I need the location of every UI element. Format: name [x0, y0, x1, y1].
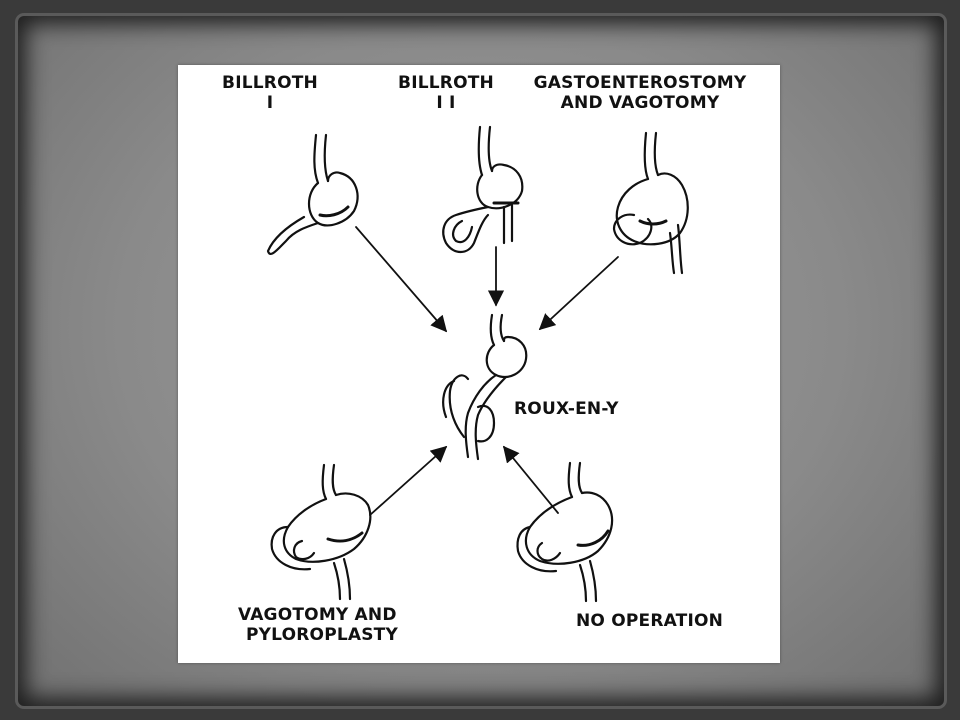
- label-roux-en-y: ROUX-EN-Y: [514, 399, 619, 419]
- billroth-2-stomach: [442, 125, 524, 254]
- label-vagotomy-pyloroplasty: VAGOTOMY AND PYLOROPLASTY: [238, 605, 458, 645]
- diagram-panel: BILLROTH I BILLROTH I I GASTOENTEROSTOMY…: [178, 65, 780, 663]
- label-billroth-1-line1: BILLROTH: [222, 73, 318, 93]
- label-billroth-2-line2: I I: [436, 93, 456, 113]
- roux-en-y-stomach: [442, 313, 528, 461]
- label-gastroenterostomy: GASTOENTEROSTOMY AND VAGOTOMY: [512, 73, 768, 113]
- arrow-gastro-to-roux: [538, 256, 619, 331]
- label-gastro-line2: AND VAGOTOMY: [560, 93, 720, 113]
- arrows: [355, 226, 619, 516]
- diagram-drawing: [266, 125, 689, 603]
- arrow-billroth1-to-roux: [355, 226, 448, 333]
- label-billroth-1-line2: I: [266, 93, 274, 113]
- arrow-vago-to-roux: [369, 445, 448, 516]
- label-billroth-2: BILLROTH I I: [384, 73, 508, 113]
- vagotomy-pyloroplasty-stomach: [270, 463, 372, 601]
- label-vago-line2: PYLOROPLASTY: [246, 625, 398, 645]
- no-operation-stomach: [516, 461, 614, 603]
- billroth-1-stomach: [266, 133, 359, 256]
- label-no-operation: NO OPERATION: [576, 611, 724, 631]
- gastroenterostomy-stomach: [612, 131, 689, 275]
- label-vago-line1: VAGOTOMY AND: [238, 605, 397, 625]
- label-gastro-line1: GASTOENTEROSTOMY: [533, 73, 747, 93]
- label-billroth-1: BILLROTH I: [208, 73, 332, 113]
- arrow-noop-to-roux: [502, 445, 559, 514]
- label-billroth-2-line1: BILLROTH: [398, 73, 494, 93]
